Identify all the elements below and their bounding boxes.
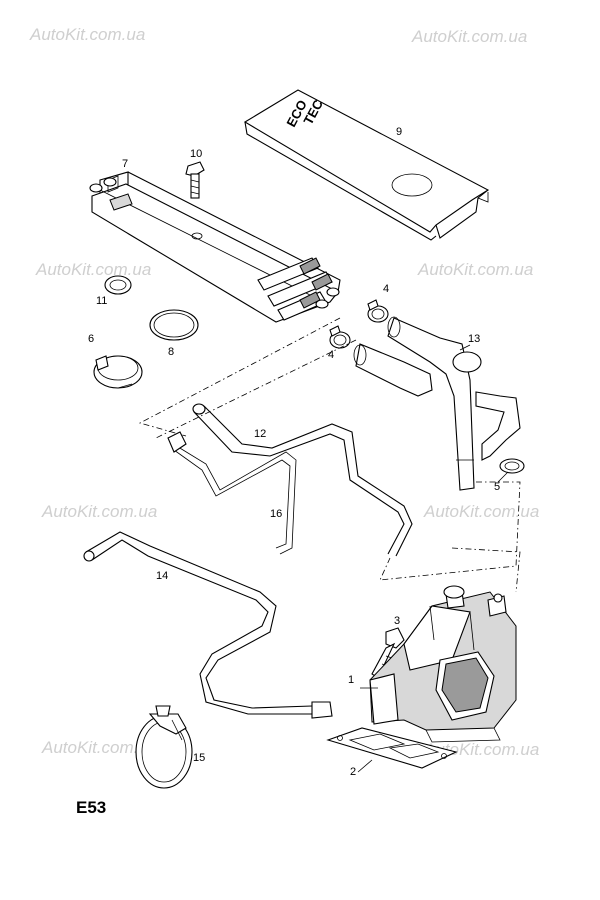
callout-15: 15 — [193, 752, 205, 764]
hose-clamp-lower-part — [329, 325, 351, 349]
callout-6: 6 — [88, 333, 94, 345]
leader-lines — [357, 344, 509, 773]
callout-9: 9 — [396, 126, 402, 138]
callout-16: 16 — [270, 508, 282, 520]
callout-1: 1 — [348, 674, 354, 686]
hose-clamp-upper-part — [367, 299, 389, 323]
gasket-part — [326, 727, 458, 769]
y-hose-part — [353, 316, 521, 491]
callout-3: 3 — [394, 615, 400, 627]
hose-clamp-part — [93, 355, 143, 389]
watermark: AutoKit.com.ua — [423, 502, 539, 521]
throttle-body-part — [369, 585, 517, 743]
pipe-16-part — [167, 431, 297, 555]
callout-7: 7 — [122, 158, 128, 170]
hose-14-part — [83, 531, 333, 719]
watermark: AutoKit.com.ua — [41, 738, 157, 757]
callout-4-lower: 4 — [328, 349, 334, 361]
callout-10: 10 — [190, 148, 202, 160]
bolt-part — [185, 161, 205, 199]
callout-5: 5 — [494, 481, 500, 493]
clamp-15-part — [135, 705, 193, 789]
small-clamp-part — [499, 458, 525, 474]
fuel-rail-part — [89, 171, 341, 323]
watermark: AutoKit.com.ua — [411, 27, 527, 46]
mount-bolt-part — [371, 627, 405, 679]
watermark: AutoKit.com.ua — [417, 260, 533, 279]
callout-11: 11 — [96, 295, 107, 307]
engine-cover-part: ECO TEC — [243, 89, 490, 241]
watermark: AutoKit.com.ua — [35, 260, 151, 279]
callout-2: 2 — [350, 766, 356, 778]
assembly-lines — [138, 317, 521, 593]
callout-13: 13 — [468, 333, 480, 345]
callout-14: 14 — [156, 570, 168, 582]
seal-ring-part — [149, 309, 199, 341]
callout-8: 8 — [168, 346, 174, 358]
diagram-code: E53 — [76, 798, 106, 817]
vacuum-hose-12-part — [192, 403, 413, 557]
watermark: AutoKit.com.ua — [41, 502, 157, 521]
clip-ring-part — [104, 275, 132, 295]
callout-4-upper: 4 — [383, 283, 389, 295]
callout-12: 12 — [254, 428, 266, 440]
watermark: AutoKit.com.ua — [29, 25, 145, 44]
